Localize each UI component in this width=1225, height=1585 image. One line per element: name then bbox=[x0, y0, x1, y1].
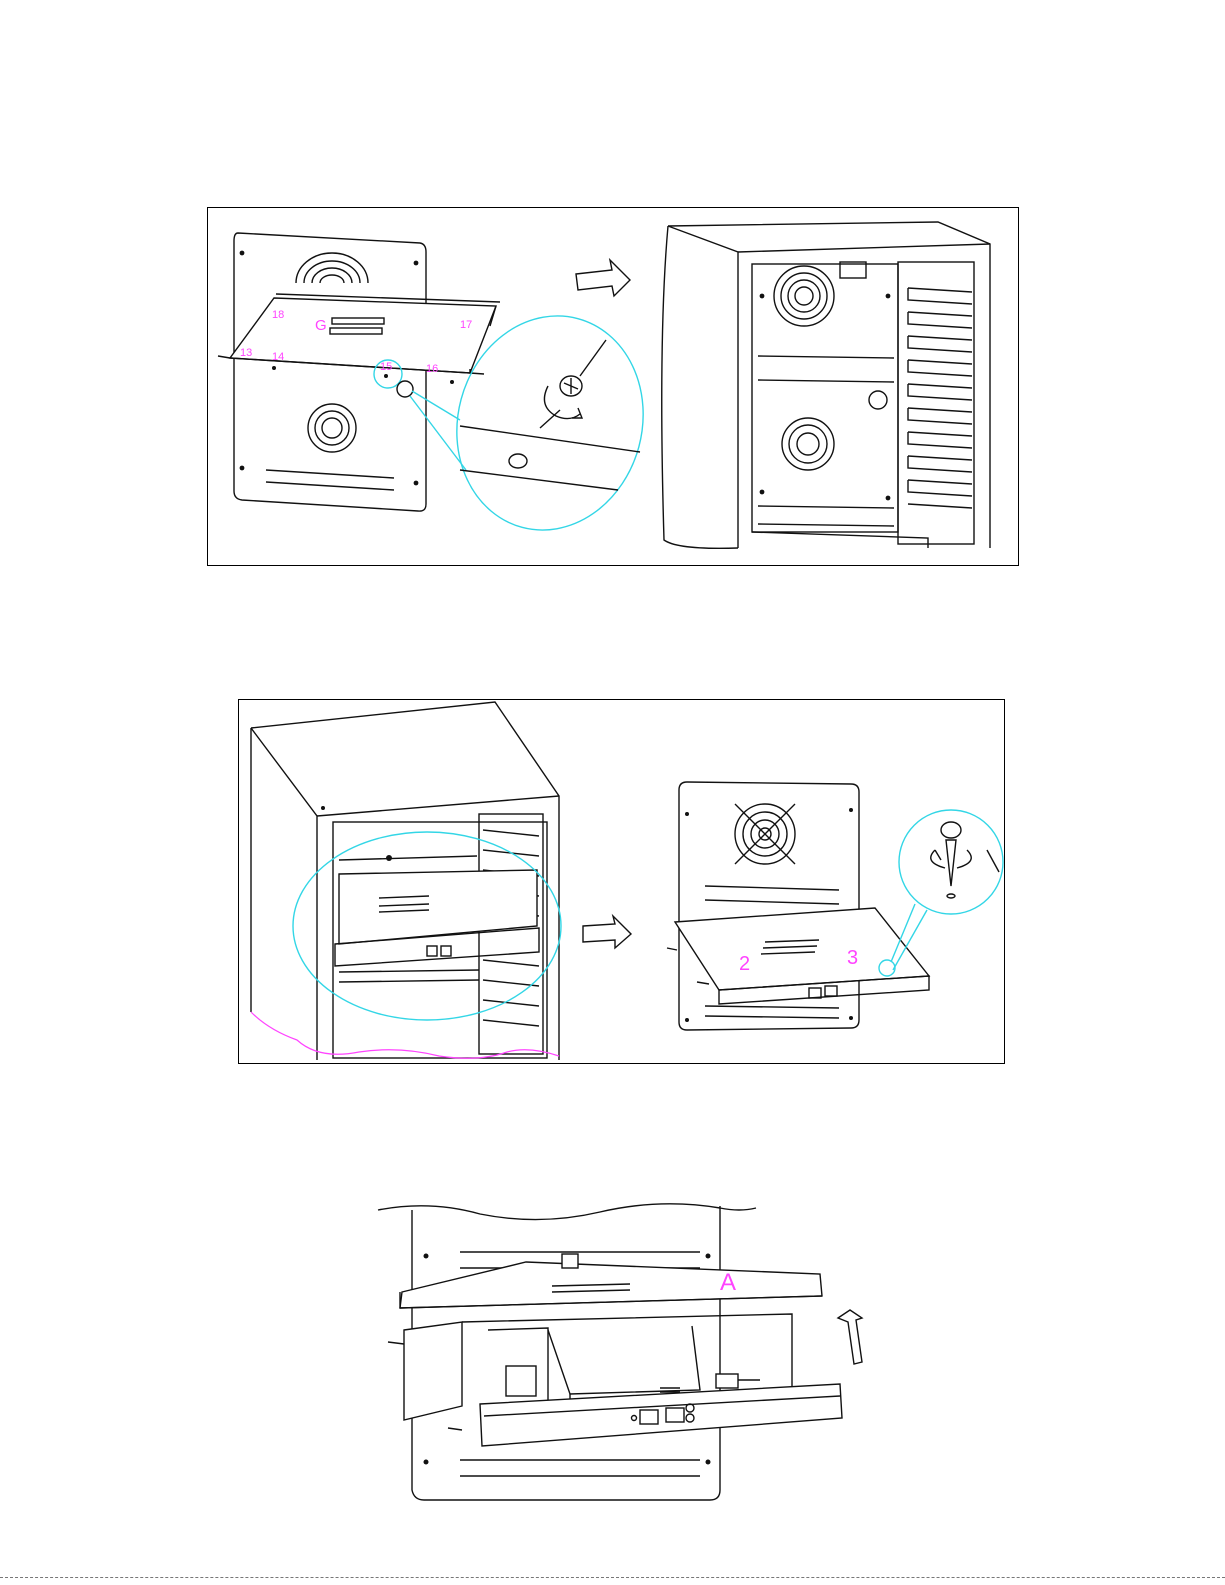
arrow-up-icon bbox=[838, 1310, 862, 1364]
page-bottom-rule bbox=[0, 1577, 1225, 1578]
label-a: A bbox=[720, 1269, 736, 1296]
